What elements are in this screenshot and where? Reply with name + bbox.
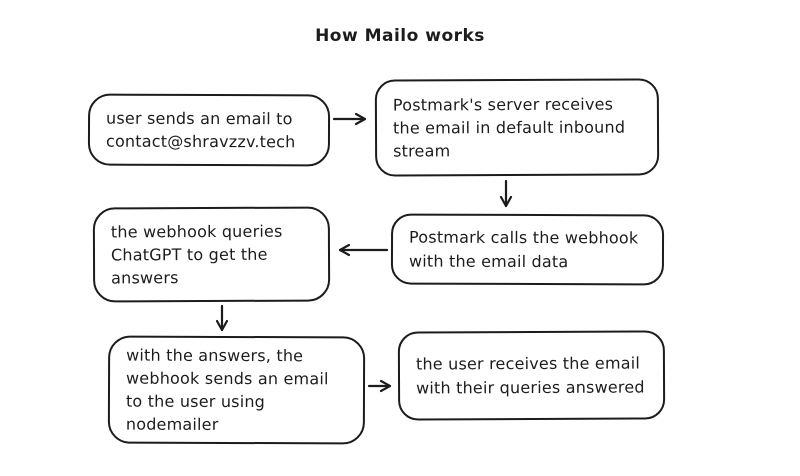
flow-node-user-sends-email: user sends an email to contact@shravzzv.… <box>87 93 331 167</box>
flow-node-user-receives-email: the user receives the email with their q… <box>397 330 666 421</box>
flow-node-label: Postmark calls the webhook with the emai… <box>408 227 639 271</box>
flow-node-postmark-calls-webhook: Postmark calls the webhook with the emai… <box>390 213 665 286</box>
flow-node-label: Postmark's server receives the email in … <box>392 94 626 161</box>
flow-node-label: with the answers, the webhook sends an e… <box>125 345 329 435</box>
flow-node-label: the user receives the email with their q… <box>415 353 645 398</box>
flow-node-label: the webhook queries ChatGPT to get the a… <box>110 221 283 288</box>
diagram-title: How Mailo works <box>315 26 485 46</box>
flow-node-postmark-receives: Postmark's server receives the email in … <box>374 78 660 177</box>
flow-node-webhook-queries-chatgpt: the webhook queries ChatGPT to get the a… <box>92 206 331 303</box>
flow-node-webhook-sends-email: with the answers, the webhook sends an e… <box>107 335 366 445</box>
flow-node-label: user sends an email to contact@shravzzv.… <box>105 108 296 152</box>
